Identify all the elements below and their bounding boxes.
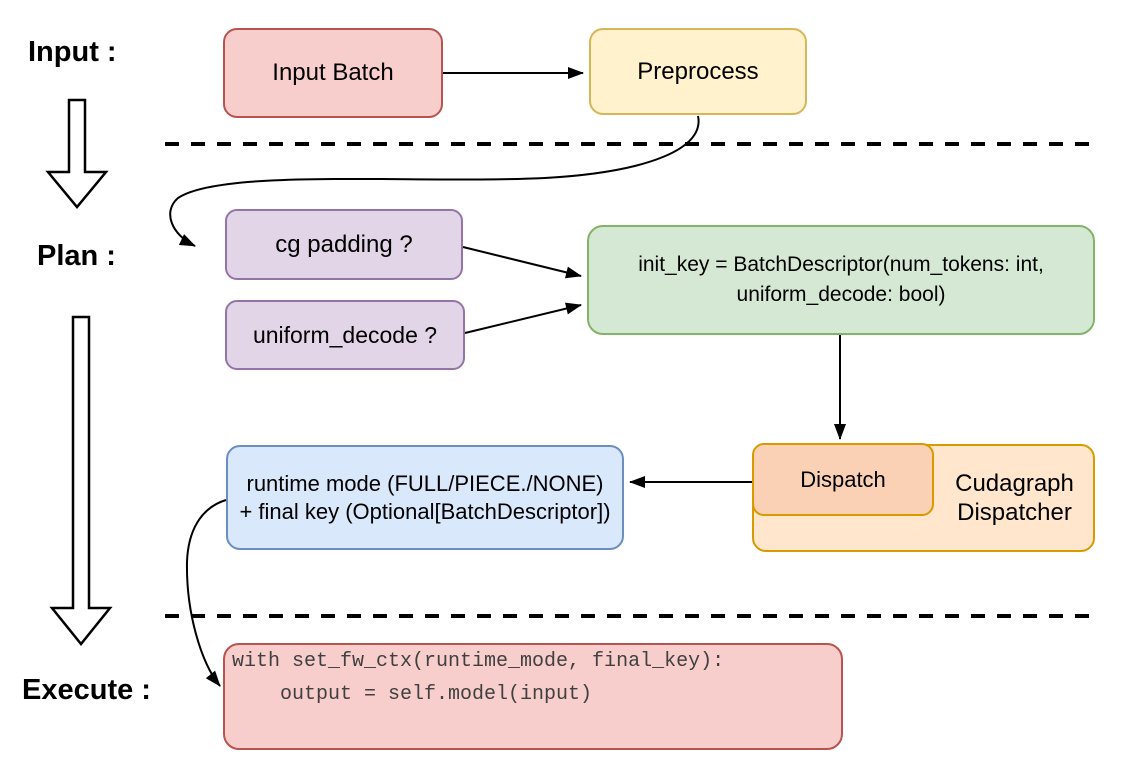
- preprocess-label: Preprocess: [637, 57, 759, 85]
- init-key-line2: uniform_decode: bool): [736, 283, 946, 306]
- cg-padding-node: cg padding ?: [225, 209, 463, 280]
- runtime-key-line1: runtime mode (FULL/PIECE./NONE): [246, 470, 604, 496]
- cudagraph-dispatcher-line2: Dispatcher: [957, 499, 1072, 526]
- runtime-mode-final-key-node: runtime mode (FULL/PIECE./NONE) + final …: [226, 445, 624, 550]
- execute-code-line1: with set_fw_ctx(runtime_mode, final_key)…: [232, 650, 725, 673]
- stage-label-plan: Plan :: [37, 240, 116, 272]
- arrow-uniform-decode-to-init-key: [464, 302, 582, 334]
- cg-padding-label: cg padding ?: [275, 230, 413, 258]
- runtime-key-line2: + final key (Optional[BatchDescriptor]): [239, 498, 611, 524]
- dispatch-node: Dispatch: [752, 443, 934, 516]
- stage-label-execute: Execute :: [22, 674, 151, 706]
- execute-code-node: with set_fw_ctx(runtime_mode, final_key)…: [223, 643, 843, 750]
- stage-arrow-input-to-plan: [45, 98, 109, 209]
- input-batch-label: Input Batch: [272, 59, 394, 86]
- uniform-decode-node: uniform_decode ?: [225, 300, 465, 370]
- stage-label-input: Input :: [28, 36, 117, 68]
- preprocess-node: Preprocess: [589, 28, 807, 115]
- init-key-line1: init_key = BatchDescriptor(num_tokens: i…: [638, 253, 1044, 276]
- uniform-decode-label: uniform_decode ?: [252, 321, 438, 348]
- dispatch-label: Dispatch: [800, 466, 886, 492]
- cudagraph-dispatcher-label: Cudagraph Dispatcher: [934, 444, 1095, 552]
- init-key-node: init_key = BatchDescriptor(num_tokens: i…: [587, 225, 1095, 335]
- stage-arrow-plan-to-execute: [49, 315, 113, 646]
- input-batch-node: Input Batch: [223, 28, 443, 118]
- arrow-cg-padding-to-init-key: [462, 246, 582, 279]
- cudagraph-dispatcher-line1: Cudagraph: [955, 470, 1074, 497]
- arrow-runtime-key-to-execute-code: [185, 499, 227, 687]
- execute-code-line2: output = self.model(input): [232, 683, 593, 706]
